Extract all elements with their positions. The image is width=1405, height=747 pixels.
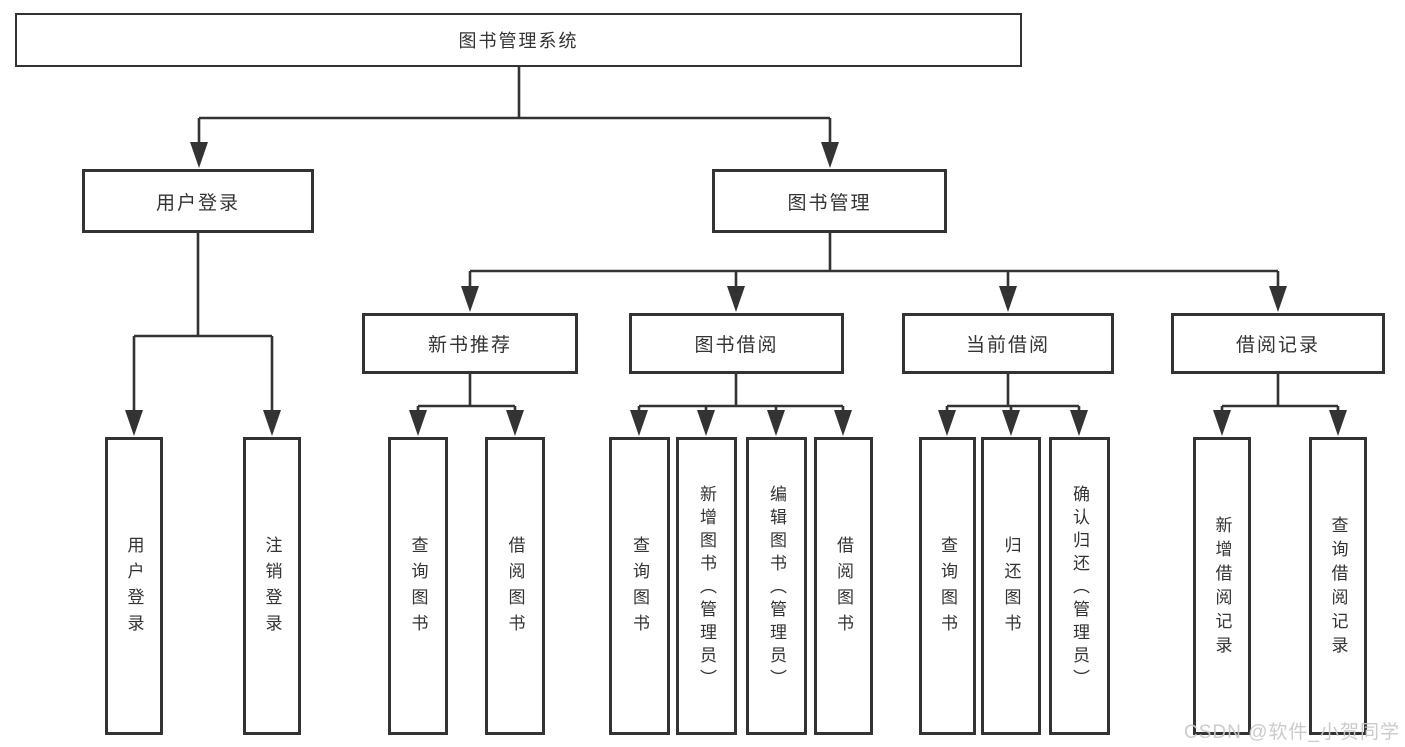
- leaf-confirm-return-admin: 确认归还（管理员）: [1049, 437, 1110, 735]
- arrowhead-icon: [999, 286, 1017, 312]
- arrowhead-icon: [767, 410, 785, 436]
- arrowhead-icon: [1002, 410, 1020, 436]
- leaf-query-book-borrow: 查询图书: [609, 437, 670, 735]
- arrowhead-icon: [1269, 286, 1287, 312]
- leaf-return-book: 归还图书: [981, 437, 1041, 735]
- arrowhead-icon: [190, 142, 208, 168]
- leaf-borrow-book-recommend: 借阅图书: [485, 437, 545, 735]
- arrowheads-group: [125, 118, 1347, 436]
- node-user-login: 用户登录: [82, 169, 314, 233]
- leaf-logout: 注销登录: [243, 437, 301, 735]
- arrowhead-icon: [727, 286, 745, 312]
- leaf-query-book-recommend: 查询图书: [388, 437, 448, 735]
- arrowhead-icon: [1213, 410, 1231, 436]
- leaf-query-book-current: 查询图书: [919, 437, 976, 735]
- arrowhead-icon: [125, 410, 143, 436]
- node-book-management: 图书管理: [712, 169, 947, 233]
- node-book-borrow: 图书借阅: [629, 313, 844, 374]
- arrowhead-icon: [938, 410, 956, 436]
- arrowhead-icon: [1070, 410, 1088, 436]
- arrowhead-icon: [263, 410, 281, 436]
- arrowhead-icon: [834, 410, 852, 436]
- arrowhead-icon: [506, 410, 524, 436]
- arrowhead-icon: [697, 410, 715, 436]
- arrowhead-icon: [1329, 410, 1347, 436]
- csdn-watermark: CSDN @软件_小贺同学: [1184, 722, 1400, 743]
- node-current-borrow: 当前借阅: [902, 313, 1114, 374]
- leaf-add-book-admin: 新增图书（管理员）: [676, 437, 737, 735]
- leaf-user-login: 用户登录: [105, 437, 163, 735]
- node-root-system: 图书管理系统: [15, 13, 1022, 67]
- node-borrow-record: 借阅记录: [1171, 313, 1385, 374]
- arrowhead-icon: [630, 410, 648, 436]
- leaf-edit-book-admin: 编辑图书（管理员）: [746, 437, 807, 735]
- arrowhead-icon: [461, 286, 479, 312]
- branch-spines: [134, 67, 1338, 408]
- leaf-borrow-book: 借阅图书: [814, 437, 873, 735]
- leaf-query-borrow-record: 查询借阅记录: [1309, 437, 1367, 735]
- node-new-book-recommend: 新书推荐: [362, 313, 578, 374]
- arrowhead-icon: [821, 142, 839, 168]
- leaf-add-borrow-record: 新增借阅记录: [1193, 437, 1251, 735]
- arrowhead-icon: [409, 410, 427, 436]
